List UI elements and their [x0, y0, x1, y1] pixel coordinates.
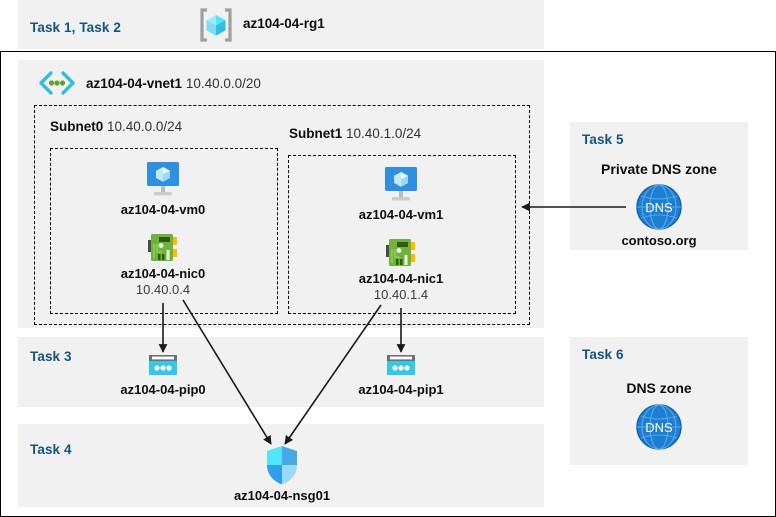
subnet0-cidr: 10.40.0.0/24 [107, 119, 183, 134]
nic0-ip: 10.40.0.4 [135, 281, 191, 297]
network-interface-icon [148, 234, 177, 261]
private-dns-label: contoso.org [621, 233, 697, 248]
virtual-machine-icon [147, 162, 179, 196]
public-ip-icon [149, 355, 177, 375]
subnet0-name: Subnet0 [50, 119, 104, 134]
task-label-6: Task 6 [582, 347, 624, 362]
nsg-node[interactable]: az104-04-nsg01 [222, 444, 342, 504]
public-ip-icon [387, 355, 415, 375]
subnet1-name: Subnet1 [289, 126, 343, 141]
virtual-network-icon [36, 70, 78, 96]
vnet-name: az104-04-vnet1 [86, 76, 183, 91]
pip0-node[interactable]: az104-04-pip0 [103, 352, 223, 398]
pip1-node[interactable]: az104-04-pip1 [341, 352, 461, 398]
nic0-node[interactable]: az104-04-nic0 10.40.0.4 [103, 232, 223, 298]
public-ip-panel [18, 337, 544, 407]
network-security-group-shield-icon [267, 446, 297, 485]
vm0-node[interactable]: az104-04-vm0 [103, 160, 223, 218]
task-label-1-2: Task 1, Task 2 [30, 20, 121, 35]
pip0-label: az104-04-pip0 [120, 382, 206, 397]
resource-group-name: az104-04-rg1 [243, 16, 325, 31]
private-dns-heading: Private DNS zone [601, 161, 717, 177]
task-label-3: Task 3 [30, 349, 72, 364]
vnet-panel [18, 60, 544, 328]
dns-zone-globe-icon: DNS [636, 404, 682, 450]
network-interface-icon [386, 239, 415, 266]
subnet0-box [50, 148, 278, 314]
resource-group-panel [18, 0, 544, 49]
vm1-node[interactable]: az104-04-vm1 [341, 165, 461, 223]
dns-icon-text: DNS [645, 420, 673, 435]
nic0-label: az104-04-nic0 [120, 266, 206, 281]
virtual-machine-icon [385, 167, 417, 201]
subnets-container [34, 105, 530, 325]
nsg-label: az104-04-nsg01 [233, 488, 331, 503]
dns-zone-globe-icon: DNS [636, 184, 682, 230]
resource-group-cube-icon [198, 7, 234, 43]
public-dns-node[interactable]: DNS [599, 402, 719, 452]
vm1-label: az104-04-vm1 [358, 207, 444, 222]
task-label-5: Task 5 [582, 132, 624, 147]
task-label-4: Task 4 [30, 442, 72, 457]
subnet1-cidr: 10.40.1.0/24 [346, 126, 422, 141]
pip1-label: az104-04-pip1 [358, 382, 444, 397]
private-dns-node[interactable]: DNS contoso.org [599, 182, 719, 249]
public-dns-heading: DNS zone [626, 380, 692, 396]
nic1-node[interactable]: az104-04-nic1 10.40.1.4 [341, 237, 461, 303]
nic1-ip: 10.40.1.4 [373, 286, 429, 302]
vm0-label: az104-04-vm0 [120, 202, 206, 217]
subnet1-box [288, 155, 516, 314]
nic1-label: az104-04-nic1 [358, 271, 444, 286]
vnet-cidr: 10.40.0.0/20 [185, 76, 261, 91]
dns-icon-text: DNS [645, 200, 673, 215]
